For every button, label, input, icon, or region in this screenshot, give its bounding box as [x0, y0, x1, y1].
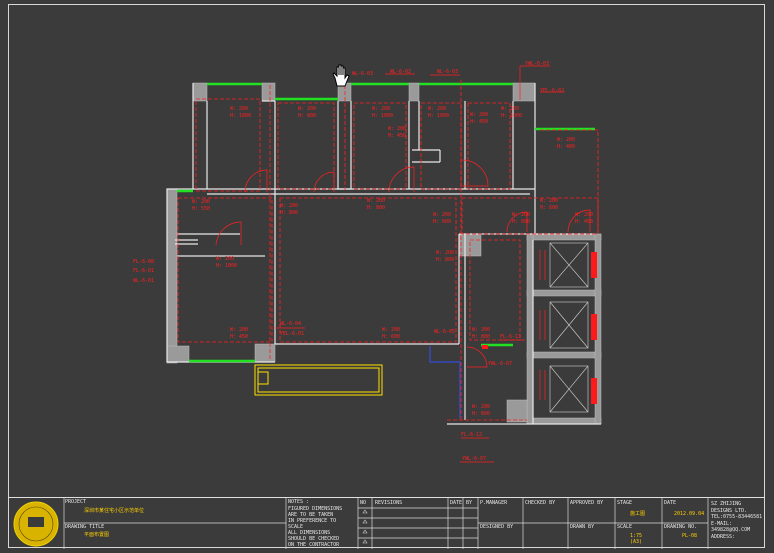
tag-wl-6-05: WL-6-05 [434, 329, 455, 335]
drawing-no-label: DRAWING NO. [664, 524, 698, 530]
svg-text:W: 200: W: 200 [230, 106, 248, 112]
stage-label: STAGE [617, 500, 633, 506]
title-block: PROJECT 深圳市某住宅小区示范单位 DRAWING TITLE 平面布置图… [8, 497, 765, 549]
svg-text:W: 200: W: 200 [216, 256, 234, 262]
project-label: PROJECT [65, 499, 87, 505]
svg-text:W: 200: W: 200 [436, 250, 454, 256]
designed-label: DESIGNED BY [480, 524, 514, 530]
tag-wl-6-02: WL-6-02 [390, 69, 411, 75]
date-value: 2012.09.04 [674, 511, 705, 517]
project-value: 深圳市某住宅小区示范单位 [84, 508, 145, 514]
drawing-no-value: PL-08 [682, 533, 698, 539]
svg-text:W: 200: W: 200 [280, 203, 298, 209]
title-block-grid [13, 498, 709, 549]
drawn-label: DRAWN BY [570, 524, 595, 530]
svg-text:H: 1000: H: 1000 [372, 113, 393, 119]
svg-text:W: 200: W: 200 [367, 198, 385, 204]
notes-label: NOTES : [288, 499, 310, 505]
svg-text:H: 600: H: 600 [540, 205, 558, 211]
svg-text:W: 200: W: 200 [575, 212, 593, 218]
tag-wl-6-03b: WL-6-03 [437, 69, 458, 75]
svg-text:H: 450: H: 450 [575, 219, 593, 225]
svg-text:W: 200: W: 200 [472, 404, 490, 410]
pan-hand-cursor-icon [332, 64, 350, 87]
by-label: BY [466, 500, 473, 506]
svg-text:W: 200: W: 200 [372, 106, 390, 112]
svg-text:W: 200: W: 200 [557, 137, 575, 143]
tag-ywl-6-07a: YWL-6-07 [488, 361, 512, 367]
pmanager-label: P.MANAGER [480, 500, 508, 506]
tag-ywl-6-03: YWL-6-03 [525, 61, 549, 67]
svg-text:W: 200: W: 200 [501, 106, 519, 112]
svg-text:H: 450: H: 450 [470, 119, 488, 125]
svg-text:W: 200: W: 200 [192, 199, 210, 205]
svg-text:W: 200: W: 200 [472, 327, 490, 333]
tag-yel-6-02: YEL-6-02 [540, 88, 564, 94]
svg-text:H: 450: H: 450 [230, 334, 248, 340]
svg-text:H: 1000: H: 1000 [501, 113, 522, 119]
svg-text:W: 200: W: 200 [428, 106, 446, 112]
scale-label: SCALE [617, 524, 633, 530]
svg-text:W: 200: W: 200 [470, 112, 488, 118]
svg-text:H: 800: H: 800 [436, 257, 454, 263]
svg-text:H: 800: H: 800 [280, 210, 298, 216]
svg-text:H: 400: H: 400 [557, 144, 575, 150]
tag-wl-6-01: WL-6-01 [133, 278, 154, 284]
no-label: NO [360, 500, 367, 506]
svg-text:W: 200: W: 200 [230, 327, 248, 333]
svg-text:W: 200: W: 200 [382, 327, 400, 333]
svg-text:H: 800: H: 800 [472, 334, 490, 340]
svg-text:H: 1000: H: 1000 [428, 113, 449, 119]
tag-fl-6-13: FL-6-13 [500, 334, 521, 340]
company-logo [13, 501, 59, 547]
tag-fl-6-12: FL-6-12 [461, 432, 482, 438]
date-label: DATE [450, 500, 463, 506]
svg-text:H: 600: H: 600 [472, 411, 490, 417]
svg-text:W: 200: W: 200 [540, 198, 558, 204]
svg-text:H: 800: H: 800 [298, 113, 316, 119]
scale-size: (A3) [630, 539, 643, 545]
drawing-title-label: DRAWING TITLE [65, 524, 105, 530]
tag-wl-6-04: WL-6-04 [280, 321, 301, 327]
svg-text:W: 200: W: 200 [298, 106, 316, 112]
svg-text:H: 600: H: 600 [433, 219, 451, 225]
svg-text:H: 450: H: 450 [388, 133, 406, 139]
svg-text:H: 600: H: 600 [382, 334, 400, 340]
svg-text:W: 200: W: 200 [388, 126, 406, 132]
revisions-label: REVISIONS [375, 500, 403, 506]
tag-fl-6-01: FL-6-01 [133, 268, 154, 274]
scale-value: 1:75 [630, 533, 643, 539]
tag-fl-6-08: FL-6-08 [133, 259, 154, 265]
date-col-label: DATE [664, 500, 677, 506]
svg-text:H: 550: H: 550 [192, 206, 210, 212]
tag-yel-6-01: YEL-6-01 [280, 331, 304, 337]
drawing-title-value: 平面布置图 [84, 532, 110, 538]
tag-ywl-6-07b: YWL-6-07 [462, 456, 486, 462]
svg-text:W: 200: W: 200 [433, 212, 451, 218]
stage-value: 施工图 [630, 511, 646, 517]
approved-label: APPROVED BY [570, 500, 604, 506]
checked-label: CHECKED BY [525, 500, 556, 506]
svg-text:H: 600: H: 600 [512, 219, 530, 225]
tag-wl-6-03a: WL-6-03 [352, 71, 373, 77]
svg-text:H: 800: H: 800 [367, 205, 385, 211]
svg-text:H: 1000: H: 1000 [230, 113, 251, 119]
svg-text:W: 200: W: 200 [512, 212, 530, 218]
drawing-frame [8, 4, 765, 548]
svg-text:H: 1000: H: 1000 [216, 263, 237, 269]
